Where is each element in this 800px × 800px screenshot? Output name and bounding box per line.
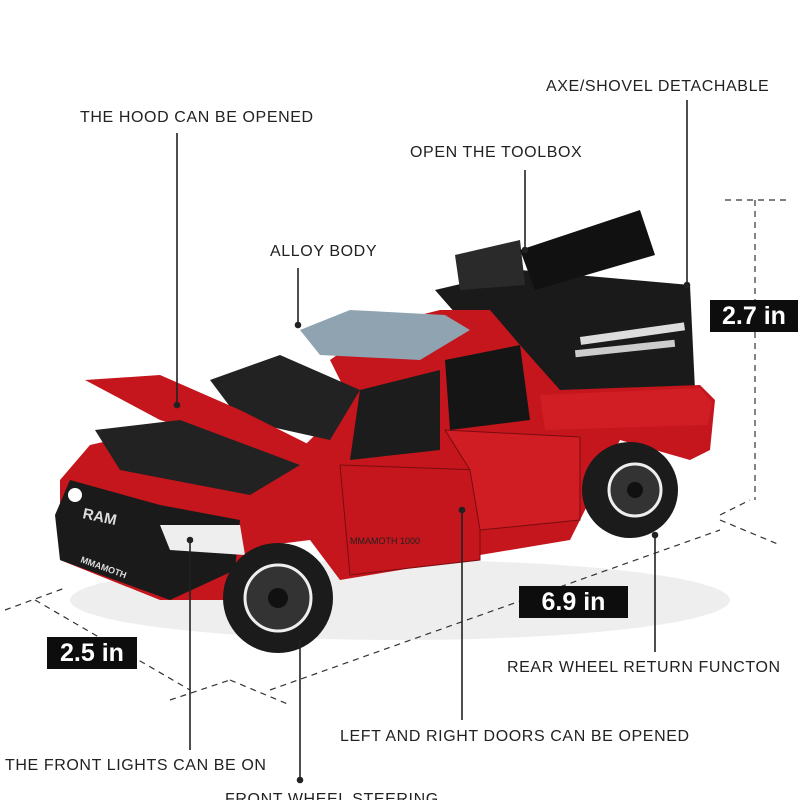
length-dimension: 6.9 in (519, 586, 628, 618)
steering-label: FRONT WHEEL STEERING (225, 791, 439, 800)
side-lettering: MMAMOTH 1000 (350, 536, 420, 546)
toolbox (435, 210, 695, 395)
lights-label: THE FRONT LIGHTS CAN BE ON (5, 757, 267, 774)
grille-logo: RAM (81, 505, 118, 529)
height-dimension: 2.7 in (710, 300, 798, 332)
leader-lines (173, 100, 691, 784)
toolbox-label: OPEN THE TOOLBOX (410, 144, 583, 161)
doors-label: LEFT AND RIGHT DOORS CAN BE OPENED (340, 728, 690, 745)
alloy-label: ALLOY BODY (270, 243, 378, 260)
truck-body (55, 310, 715, 600)
rear-wheel-label: REAR WHEEL RETURN FUNCTON (507, 659, 781, 676)
axe-label: AXE/SHOVEL DETACHABLE (546, 78, 770, 95)
hood-label: THE HOOD CAN BE OPENED (80, 109, 314, 126)
wheels (223, 442, 678, 653)
width-dimension: 2.5 in (47, 637, 137, 669)
